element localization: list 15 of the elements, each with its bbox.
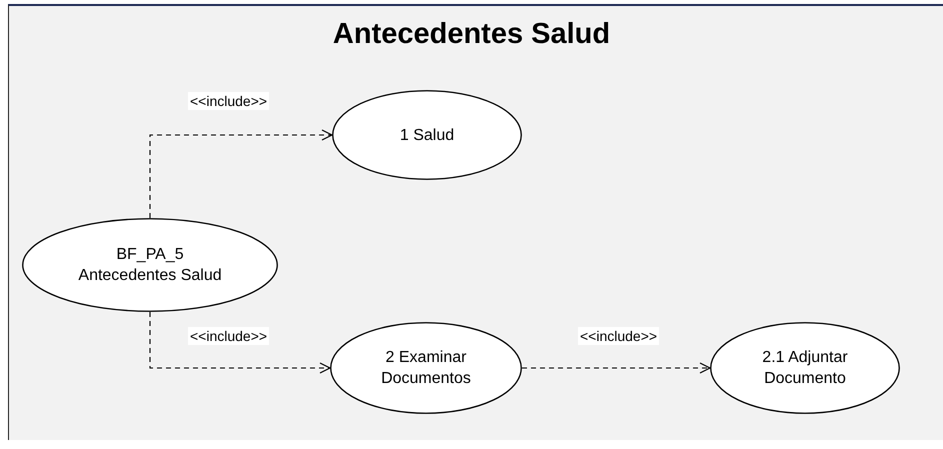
use-case-ellipse xyxy=(22,218,278,312)
use-case-ellipse xyxy=(330,322,522,414)
use-case-label: 2 Examinar Documentos xyxy=(380,348,472,389)
use-case-ellipse xyxy=(710,322,900,414)
use-case-label: BF_PA_5 Antecedentes Salud xyxy=(77,245,223,286)
edge-label: <<include>> xyxy=(578,327,660,345)
use-case-label: 2.1 Adjuntar Documento xyxy=(761,348,849,389)
edge-label: <<include>> xyxy=(188,92,270,110)
dashed-arrow xyxy=(149,312,331,374)
dashed-arrow xyxy=(149,129,333,218)
edge-label: <<include>> xyxy=(188,327,270,345)
use-case-label: 1 Salud xyxy=(398,126,456,146)
diagram-title: Antecedentes Salud xyxy=(332,18,612,51)
dashed-arrow xyxy=(522,362,711,374)
use-case-ellipse xyxy=(332,90,522,180)
